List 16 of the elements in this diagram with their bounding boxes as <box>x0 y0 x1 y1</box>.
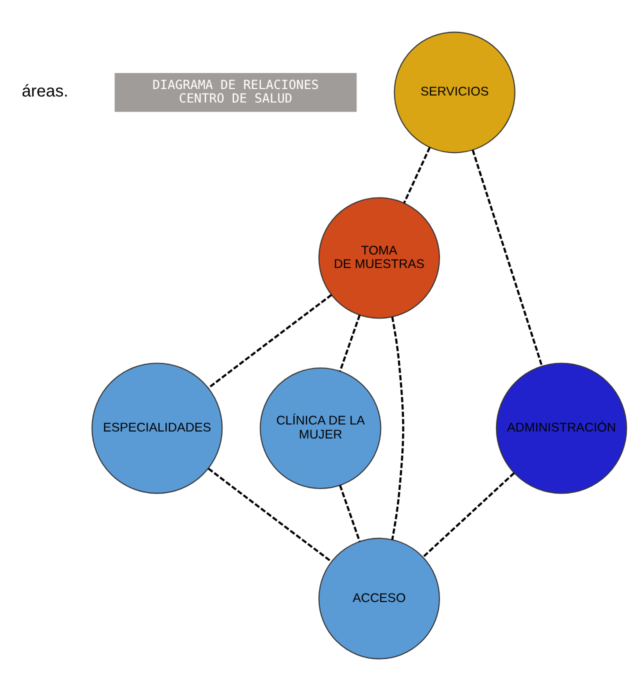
connector <box>339 484 361 542</box>
node-circle: CLÍNICA DE LA MUJER <box>260 367 382 489</box>
node-circle: ESPECIALIDADES <box>92 362 223 494</box>
node-circle: SERVICIOS <box>394 31 516 153</box>
connector <box>422 472 515 558</box>
connector <box>472 149 543 366</box>
connector <box>339 314 361 372</box>
connector <box>208 467 332 562</box>
node-box: DIAGRAMA DE RELACIONES CENTRO DE SALUD <box>114 72 357 112</box>
node-circle: ADMINISTRACIÓN <box>496 362 628 494</box>
node-circle: TOMA DE MUESTRAS <box>318 196 440 318</box>
connector <box>208 294 332 388</box>
node-circle: ACCESO <box>318 537 440 659</box>
connector <box>403 146 431 203</box>
connector <box>391 316 404 540</box>
label: áreas. <box>22 80 68 100</box>
